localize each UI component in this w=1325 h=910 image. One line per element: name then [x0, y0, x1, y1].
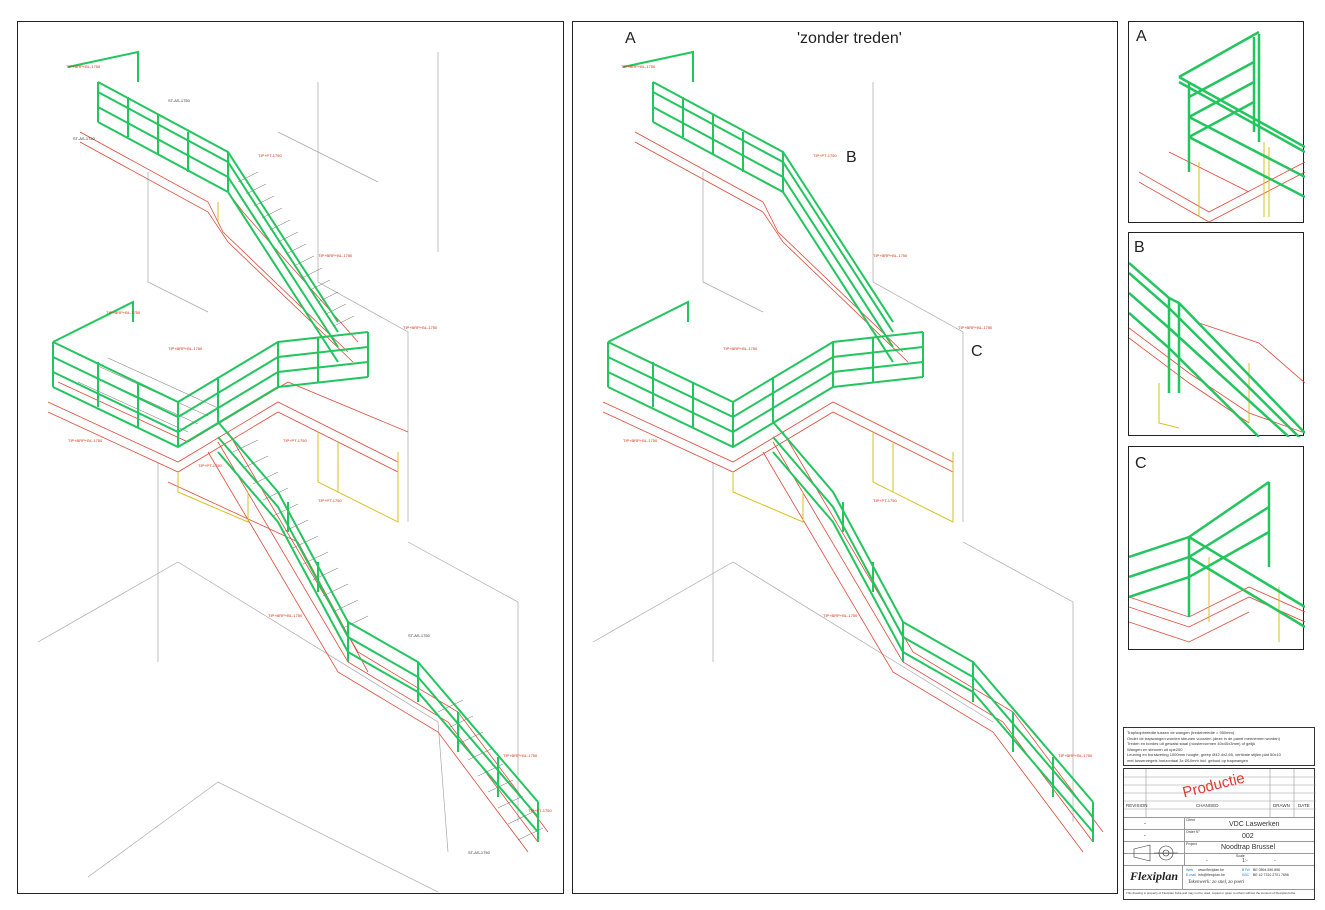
- support-frame: [732, 432, 954, 523]
- tagline: Tekenwerk: zo snel, zo poeti: [1188, 880, 1245, 885]
- svg-text:TIP+BRP+BL-1750: TIP+BRP+BL-1750: [318, 253, 353, 258]
- notes-box: Traploopbreedte tussen de wangen (tredeb…: [1123, 727, 1315, 766]
- main-view-with-treads: TIP+BRP+BL-1750 ST-AS-1750 ST-AS-1750 TI…: [17, 21, 564, 894]
- steel-structure: [602, 131, 1104, 853]
- svg-text:TIP+PT-1750: TIP+PT-1750: [873, 498, 897, 503]
- marker-b: B: [846, 149, 857, 166]
- btw-label: BTW: [1242, 868, 1250, 872]
- dash-value: -: [1274, 858, 1276, 864]
- note-line: Onder de trapwangen worden steunen voorz…: [1127, 735, 1280, 741]
- dash-value: -: [1206, 858, 1208, 864]
- dash-value: -: [1144, 833, 1146, 839]
- isometric-drawing-right: TIP+BRP+BL-1750 TIP+PT-1750 TIP+BRP+BL-1…: [592, 50, 1104, 853]
- project-label: Project: [1186, 842, 1197, 846]
- handrails: [607, 50, 1094, 842]
- building-outline: [37, 52, 519, 893]
- svg-text:TIP+PT-1750: TIP+PT-1750: [258, 153, 282, 158]
- marker-c: C: [971, 343, 983, 360]
- detail-view-a: A: [1128, 21, 1305, 223]
- dimension-callouts: TIP+BRP+BL-1750 ST-AS-1750 ST-AS-1750 TI…: [66, 64, 552, 855]
- detail-label-a: A: [1136, 28, 1147, 45]
- svg-text:TIP+PT-1750: TIP+PT-1750: [318, 498, 342, 503]
- disclaimer: This drawing is property of Flexiplan bv…: [1126, 891, 1296, 895]
- stair-treads: [77, 171, 544, 841]
- main-view-without-treads: A 'zonder treden' B C: [572, 21, 1118, 894]
- revision-grid: [1124, 769, 1316, 817]
- detail-drawing-b: [1129, 262, 1305, 437]
- scale-label: Scale: [1236, 854, 1245, 858]
- web-value: www.flexiplan.be: [1198, 868, 1225, 872]
- detail-drawing-c: [1129, 480, 1305, 643]
- note-line: Traploopbreedte tussen de wangen (tredeb…: [1127, 730, 1235, 735]
- svg-text:TIP+BRP+BL-1750: TIP+BRP+BL-1750: [958, 325, 993, 330]
- svg-text:TIP+BRP+BL-1750: TIP+BRP+BL-1750: [66, 64, 101, 69]
- date-header: DATE: [1298, 803, 1310, 808]
- kbc-label: KBC: [1242, 873, 1250, 877]
- detail-label-b: B: [1134, 239, 1145, 256]
- btw-value: BE 0894.550.896: [1253, 868, 1281, 872]
- svg-text:TIP+BRP+BL-1750: TIP+BRP+BL-1750: [268, 613, 303, 618]
- order-label: Order N°: [1186, 830, 1200, 834]
- svg-text:TIP+BRP+BL-1750: TIP+BRP+BL-1750: [503, 753, 538, 758]
- svg-text:ST-AS-1750: ST-AS-1750: [468, 850, 491, 855]
- web-label: Web: [1186, 868, 1194, 872]
- order-value: 002: [1242, 833, 1254, 840]
- drawn-header: DRAWN: [1273, 803, 1290, 808]
- marker-a: A: [625, 30, 636, 47]
- detail-view-b: B: [1128, 232, 1305, 437]
- svg-text:TIP+BRP+BL-1750: TIP+BRP+BL-1750: [403, 325, 438, 330]
- projection-symbol-icon: [1133, 844, 1178, 862]
- svg-text:TIP+BRP+BL-1750: TIP+BRP+BL-1750: [873, 253, 908, 258]
- support-frame: [177, 202, 399, 523]
- dimension-callouts: TIP+BRP+BL-1750 TIP+PT-1750 TIP+BRP+BL-1…: [621, 64, 1093, 758]
- detail-drawing-a: [1138, 30, 1305, 223]
- revision-header: REVISION: [1126, 803, 1148, 808]
- svg-text:ST-AS-1750: ST-AS-1750: [73, 136, 96, 141]
- note-line: Treden en bordes uit gewalst staal (roos…: [1127, 741, 1256, 746]
- svg-text:TIP+PT-1750: TIP+PT-1750: [528, 808, 552, 813]
- scale-value: 1:-: [1242, 858, 1248, 864]
- svg-text:TIP+BRP+BL-1750: TIP+BRP+BL-1750: [723, 346, 758, 351]
- email-value: info@flexiplan.be: [1198, 873, 1225, 877]
- detail-label-c: C: [1135, 455, 1147, 472]
- title-block: REVISION CHANGED DRAWN DATE Productie Cl…: [1123, 768, 1316, 900]
- svg-text:ST-AS-1750: ST-AS-1750: [408, 633, 431, 638]
- kbc-value: BE 42 7310 2701 7696: [1253, 873, 1289, 877]
- svg-text:TIP+BRP+BL-1750: TIP+BRP+BL-1750: [106, 310, 141, 315]
- svg-text:TIP+PT-1750: TIP+PT-1750: [813, 153, 837, 158]
- note-line: Wangen en steunen uit upe200: [1127, 746, 1183, 752]
- note-line: Leuning en borstwering 1000mm hoogte, gr…: [1127, 752, 1281, 757]
- building-outline: [592, 82, 1074, 822]
- company-logo: Flexiplan: [1130, 869, 1179, 883]
- svg-text:TIP+BRP+BL-1750: TIP+BRP+BL-1750: [823, 613, 858, 618]
- svg-text:TIP+PT-1750: TIP+PT-1750: [198, 463, 222, 468]
- client-value: VDC Laswerken: [1229, 821, 1280, 828]
- svg-text:TIP+BRP+BL-1750: TIP+BRP+BL-1750: [621, 64, 656, 69]
- changed-header: CHANGED: [1196, 803, 1219, 808]
- project-value: Noodtrap Brussel: [1221, 844, 1276, 851]
- svg-text:TIP+BRP+BL-1750: TIP+BRP+BL-1750: [168, 346, 203, 351]
- client-label: Client: [1186, 818, 1195, 822]
- svg-text:TIP+BRP+BL-1750: TIP+BRP+BL-1750: [68, 438, 103, 443]
- svg-text:TIP+BRP+BL-1750: TIP+BRP+BL-1750: [623, 438, 658, 443]
- isometric-drawing-left: TIP+BRP+BL-1750 ST-AS-1750 ST-AS-1750 TI…: [37, 50, 552, 893]
- view-title: 'zonder treden': [797, 30, 902, 47]
- handrails: [52, 50, 539, 842]
- note-line: met tussenregels horizontaal 3x Ø10mm in…: [1127, 757, 1248, 763]
- dash-value: -: [1144, 821, 1146, 827]
- email-label: E-mail: [1186, 873, 1196, 877]
- detail-view-c: C: [1128, 446, 1305, 650]
- svg-text:TIP+PT-1750: TIP+PT-1750: [283, 438, 307, 443]
- svg-text:TIP+BRP+BL-1750: TIP+BRP+BL-1750: [1058, 753, 1093, 758]
- svg-text:ST-AS-1750: ST-AS-1750: [168, 98, 191, 103]
